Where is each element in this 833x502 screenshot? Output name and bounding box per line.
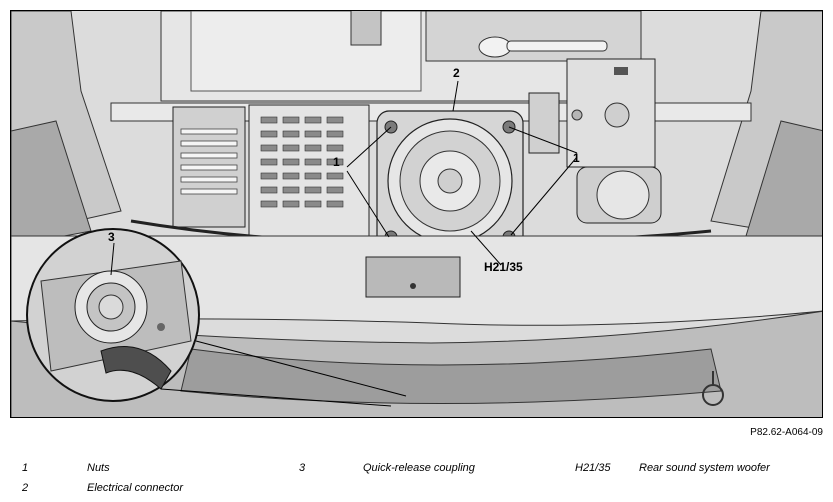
figure-reference: P82.62-A064-09 bbox=[750, 427, 823, 438]
amplifier bbox=[248, 104, 370, 238]
legend-key-2: 2 bbox=[22, 482, 29, 494]
legend-text-nuts: Nuts bbox=[87, 462, 110, 474]
detail-inset bbox=[26, 228, 200, 402]
callout-2: 2 bbox=[453, 66, 460, 80]
callout-1-left: 1 bbox=[333, 155, 340, 169]
legend-key-h21-35: H21/35 bbox=[575, 462, 611, 474]
technical-illustration: 1 1 2 3 H21/35 bbox=[10, 10, 823, 418]
legend-key-1: 1 bbox=[22, 462, 29, 474]
legend-text-electrical-connector: Electrical connector bbox=[87, 482, 183, 494]
woofer-h21-35 bbox=[376, 110, 524, 252]
callout-1-right: 1 bbox=[573, 151, 580, 165]
callout-3: 3 bbox=[108, 230, 115, 244]
callout-h21-35: H21/35 bbox=[484, 260, 523, 274]
legend-text-quick-release-coupling: Quick-release coupling bbox=[363, 462, 475, 474]
left-module bbox=[172, 106, 246, 228]
legend-text-rear-woofer: Rear sound system woofer bbox=[639, 462, 770, 474]
legend-key-3: 3 bbox=[299, 462, 306, 474]
